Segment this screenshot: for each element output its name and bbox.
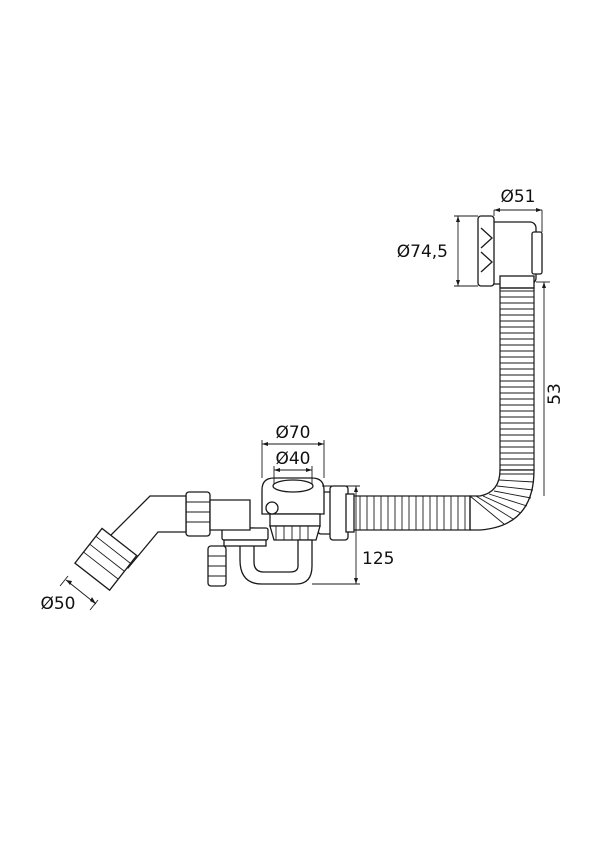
dim-drain-hole: Ø40	[273, 449, 313, 484]
dim-drain-flange: Ø70	[261, 423, 325, 478]
dim-label-drain-height: 125	[362, 549, 394, 569]
corrugated-hose-vertical	[499, 287, 535, 471]
dim-label-outlet: Ø50	[40, 594, 75, 614]
dim-label-drain-hole: Ø40	[275, 449, 310, 469]
dim-label-drain-flange: Ø70	[275, 423, 310, 443]
outlet-pipe	[74, 491, 251, 592]
dim-overflow-body: Ø74,5	[397, 215, 478, 287]
overflow-head	[477, 215, 543, 289]
dim-drain-height: 125	[312, 485, 394, 585]
dim-outlet: Ø50	[40, 575, 99, 614]
dim-label-overflow-height: 53	[545, 383, 565, 405]
dim-label-overflow-body: Ø74,5	[397, 242, 448, 262]
siphon-trap	[207, 501, 313, 587]
corrugated-hose-bend	[469, 469, 535, 531]
dim-overflow-cap: Ø51	[493, 187, 543, 232]
dim-overflow-height: 53	[536, 281, 565, 496]
hose-connector-nut	[317, 485, 355, 541]
dim-label-overflow-cap: Ø51	[500, 187, 535, 207]
corrugated-hose-horizontal	[351, 495, 471, 531]
